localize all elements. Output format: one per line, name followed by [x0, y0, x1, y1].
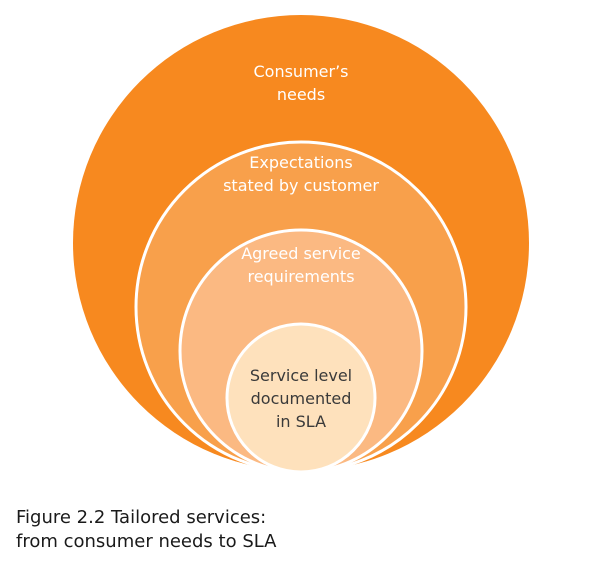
expectations-label-line: Expectations — [249, 153, 352, 172]
caption-line-1: Figure 2.2 Tailored services: — [16, 507, 267, 528]
sla-service-level-label-line: Service level — [250, 366, 352, 385]
figure-caption: Figure 2.2 Tailored services: from consu… — [16, 506, 456, 554]
sla-service-level-label: Service level documented in SLA — [250, 366, 352, 431]
expectations-label: Expectations stated by customer — [223, 153, 379, 195]
consumers-needs-label-line: Consumer’s — [253, 62, 348, 81]
circles-layer — [73, 15, 529, 474]
caption-line-2: from consumer needs to SLA — [16, 531, 277, 552]
expectations-label-line: stated by customer — [223, 176, 379, 195]
sla-service-level-circle — [225, 322, 377, 474]
consumers-needs-label: Consumer’s needs — [253, 62, 348, 104]
sla-service-level-label-line: documented — [251, 389, 352, 408]
agreed-requirements-label-line: Agreed service — [241, 244, 361, 263]
agreed-requirements-label-line: requirements — [247, 267, 354, 286]
sla-service-level-label-line: in SLA — [276, 412, 326, 431]
agreed-requirements-label: Agreed service requirements — [241, 244, 361, 286]
consumers-needs-label-line: needs — [277, 85, 325, 104]
